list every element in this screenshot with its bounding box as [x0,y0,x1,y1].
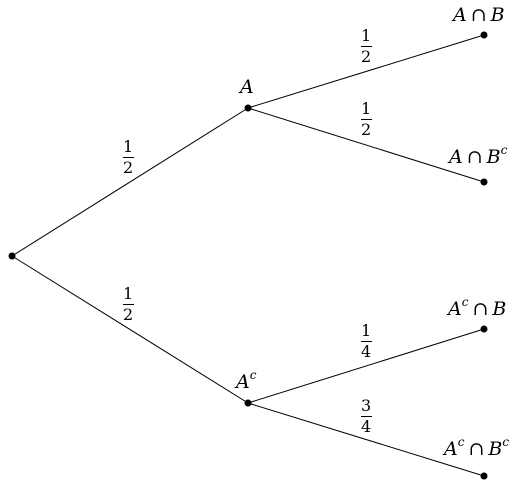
node-a [244,104,252,112]
node-root [8,252,16,260]
node-ac-and-bc [480,472,488,480]
label-ac: Ac [236,368,257,393]
node-a-and-bc [480,178,488,186]
edge-root-to-a [11,107,249,257]
edge-root-to-ac [11,255,249,404]
edge-ac-to-ac-and-bc [247,402,485,477]
label-a-and-b: A∩B [453,4,505,26]
edge-a-to-a-and-bc [247,107,485,183]
node-a-and-b [480,31,488,39]
edge-a-to-a-and-b [247,34,485,109]
node-ac-and-b [480,325,488,333]
label-a-and-bc: A∩Bc [449,143,508,168]
label-ac-and-bc: Ac∩Bc [444,435,510,460]
node-ac [244,399,252,407]
label-ac-and-b: Ac∩B [448,295,507,320]
label-a: A [240,76,254,98]
edge-ac-to-ac-and-b [247,328,485,404]
